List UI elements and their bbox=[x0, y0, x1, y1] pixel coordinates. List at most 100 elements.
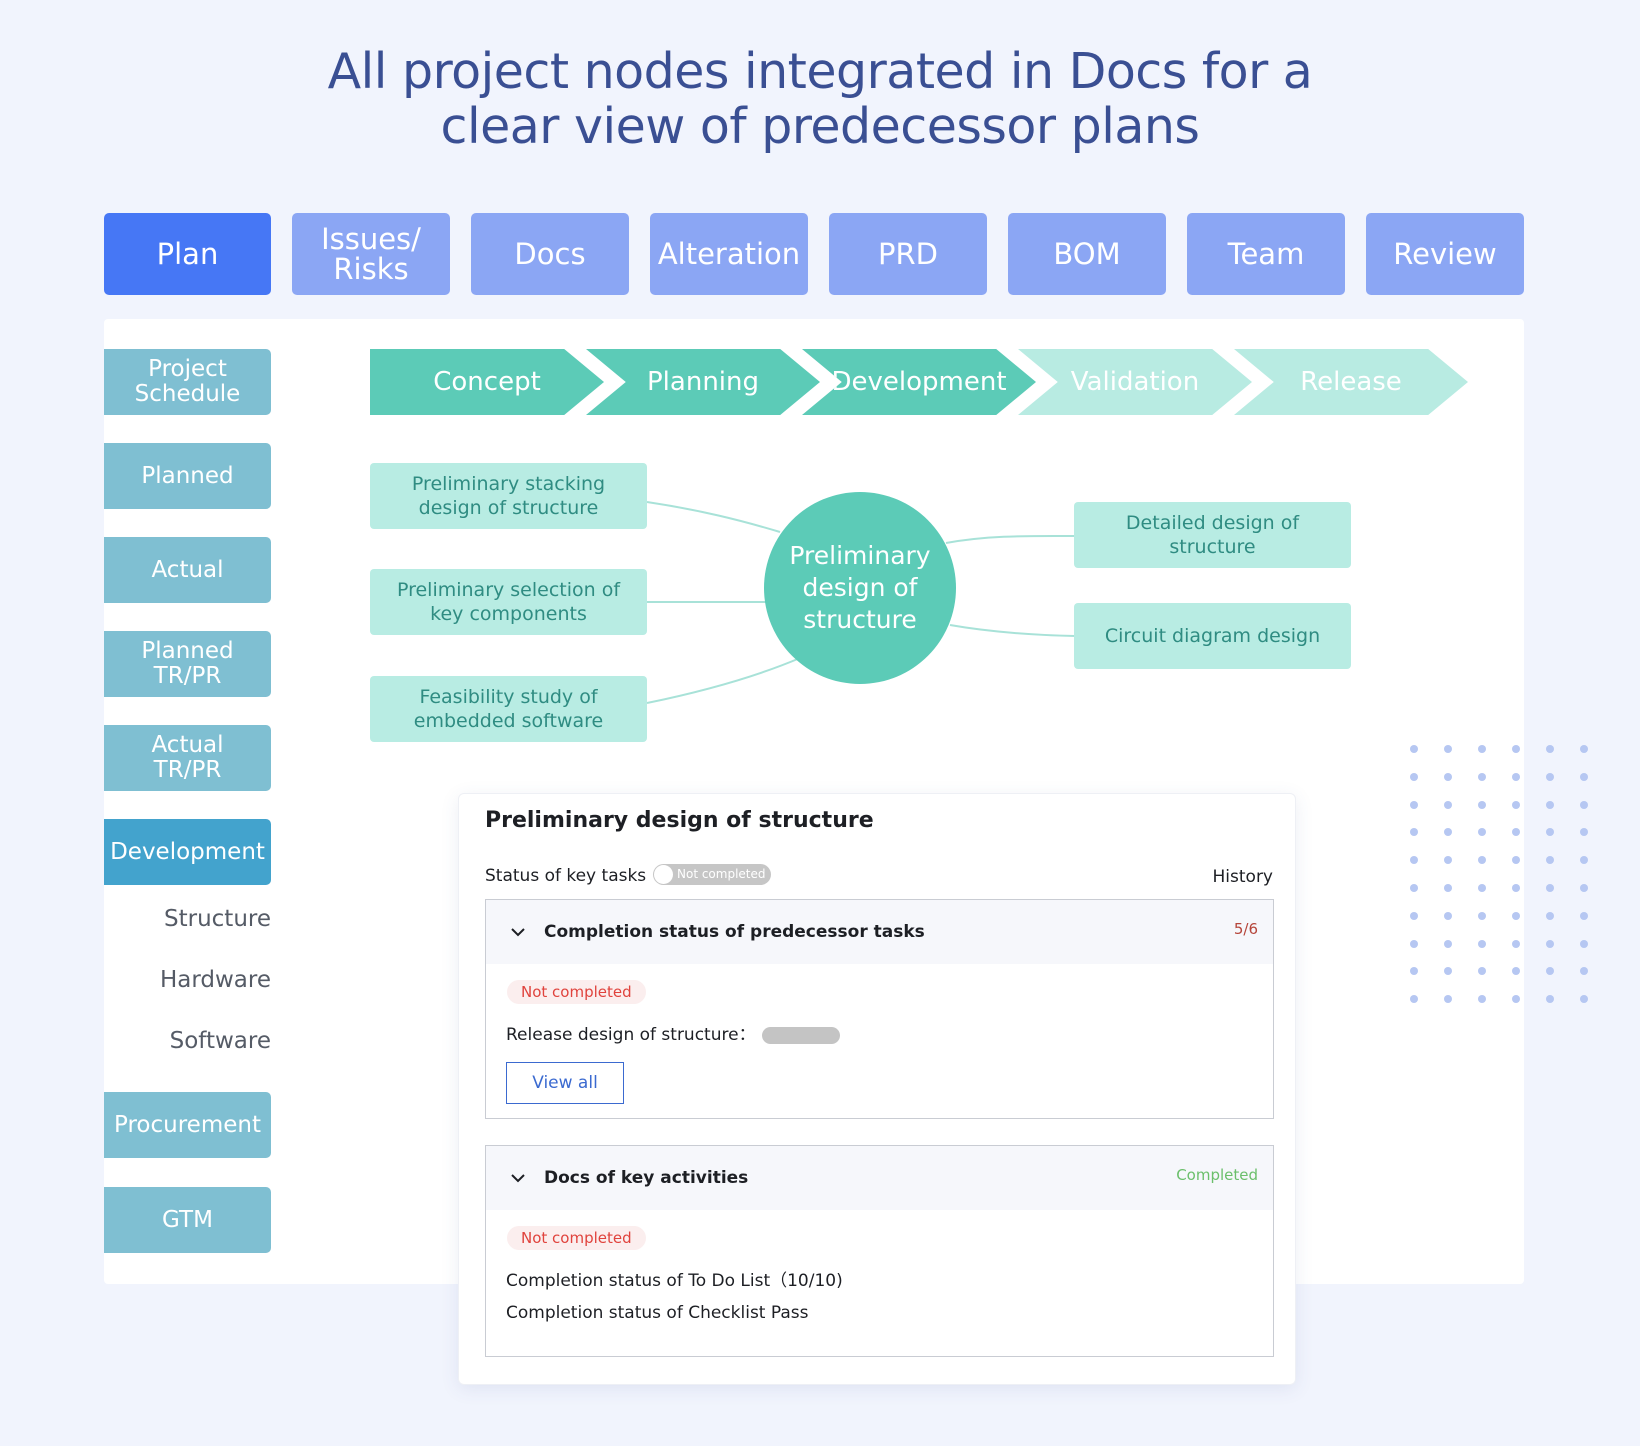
tab-team[interactable]: Team bbox=[1187, 213, 1345, 295]
decorative-dot bbox=[1410, 773, 1418, 781]
decorative-dot-grid bbox=[1410, 745, 1600, 1010]
decorative-dot bbox=[1410, 995, 1418, 1003]
decorative-dot bbox=[1444, 828, 1452, 836]
sidebar-subitem-software[interactable]: Software bbox=[170, 1028, 271, 1054]
decorative-dot bbox=[1546, 745, 1554, 753]
view-all-button[interactable]: View all bbox=[506, 1062, 624, 1104]
decorative-dot bbox=[1478, 828, 1486, 836]
decorative-dot bbox=[1410, 828, 1418, 836]
decorative-dot bbox=[1512, 745, 1520, 753]
decorative-dot bbox=[1580, 745, 1588, 753]
decorative-dot bbox=[1580, 801, 1588, 809]
sidebar-item-label: ProjectSchedule bbox=[135, 357, 241, 407]
toggle-label: Not completed bbox=[677, 867, 766, 881]
decorative-dot bbox=[1444, 912, 1452, 920]
status-badge: Not completed bbox=[507, 1226, 646, 1250]
mindmap-node-embedded-software[interactable]: Feasibility study of embedded software bbox=[370, 676, 647, 742]
chevron-down-icon bbox=[508, 922, 528, 942]
predecessor-tasks-header[interactable]: Completion status of predecessor tasks 5… bbox=[486, 900, 1273, 964]
decorative-dot bbox=[1580, 856, 1588, 864]
sidebar-item-procurement[interactable]: Procurement bbox=[104, 1092, 271, 1158]
phase-planning[interactable]: Planning bbox=[586, 349, 820, 415]
release-design-line: Release design of structure： bbox=[506, 1020, 840, 1045]
headline-line-1: All project nodes integrated in Docs for… bbox=[328, 43, 1313, 100]
phase-bar: Concept Planning Development Validation … bbox=[370, 349, 1470, 415]
sidebar-item-planned[interactable]: Planned bbox=[104, 443, 271, 509]
decorative-dot bbox=[1478, 995, 1486, 1003]
sidebar-item-development[interactable]: Development bbox=[104, 819, 271, 885]
sidebar-subitem-structure[interactable]: Structure bbox=[164, 906, 271, 932]
key-activities-docs-header[interactable]: Docs of key activities Completed bbox=[486, 1146, 1273, 1210]
predecessor-tasks-count: 5/6 bbox=[1234, 920, 1258, 938]
top-tab-bar: Plan Issues/Risks Docs Alteration PRD BO… bbox=[104, 213, 1524, 295]
tab-review[interactable]: Review bbox=[1366, 213, 1524, 295]
panel-title: Preliminary design of structure bbox=[485, 808, 874, 833]
predecessor-tasks-title: Completion status of predecessor tasks bbox=[544, 922, 925, 942]
decorative-dot bbox=[1444, 940, 1452, 948]
decorative-dot bbox=[1512, 884, 1520, 892]
mindmap-node-detailed-design[interactable]: Detailed design of structure bbox=[1074, 502, 1351, 568]
sidebar-item-gtm[interactable]: GTM bbox=[104, 1187, 271, 1253]
decorative-dot bbox=[1478, 745, 1486, 753]
decorative-dot bbox=[1512, 828, 1520, 836]
mindmap-node-circuit-diagram[interactable]: Circuit diagram design bbox=[1074, 603, 1351, 669]
sidebar-item-project-schedule[interactable]: ProjectSchedule bbox=[104, 349, 271, 415]
mindmap-node-stacking-design[interactable]: Preliminary stacking design of structure bbox=[370, 463, 647, 529]
sidebar-item-actual-tr-pr[interactable]: ActualTR/PR bbox=[104, 725, 271, 791]
todo-list-status-line: Completion status of To Do List（10/10) bbox=[506, 1266, 843, 1291]
decorative-dot bbox=[1512, 967, 1520, 975]
decorative-dot bbox=[1546, 884, 1554, 892]
decorative-dot bbox=[1580, 940, 1588, 948]
decorative-dot bbox=[1546, 801, 1554, 809]
tab-issues-risks[interactable]: Issues/Risks bbox=[292, 213, 450, 295]
sidebar-item-planned-tr-pr[interactable]: PlannedTR/PR bbox=[104, 631, 271, 697]
decorative-dot bbox=[1512, 940, 1520, 948]
tab-docs[interactable]: Docs bbox=[471, 213, 629, 295]
decorative-dot bbox=[1410, 745, 1418, 753]
checklist-status-line: Completion status of Checklist Pass bbox=[506, 1303, 809, 1323]
decorative-dot bbox=[1478, 801, 1486, 809]
sidebar-item-label: PlannedTR/PR bbox=[141, 639, 233, 689]
decorative-dot bbox=[1512, 912, 1520, 920]
tab-bom[interactable]: BOM bbox=[1008, 213, 1166, 295]
history-link[interactable]: History bbox=[1213, 867, 1273, 887]
page-headline: All project nodes integrated in Docs for… bbox=[0, 44, 1640, 154]
headline-line-2: clear view of predecessor plans bbox=[441, 98, 1200, 155]
key-task-status-label: Status of key tasks bbox=[485, 866, 646, 886]
mindmap-center-node[interactable]: Preliminary design of structure bbox=[764, 492, 956, 684]
decorative-dot bbox=[1410, 940, 1418, 948]
decorative-dot bbox=[1512, 856, 1520, 864]
key-task-status-toggle[interactable]: Not completed bbox=[653, 864, 771, 885]
decorative-dot bbox=[1478, 773, 1486, 781]
sidebar-item-actual[interactable]: Actual bbox=[104, 537, 271, 603]
tab-prd[interactable]: PRD bbox=[829, 213, 987, 295]
decorative-dot bbox=[1478, 940, 1486, 948]
redacted-placeholder bbox=[762, 1027, 840, 1044]
decorative-dot bbox=[1444, 801, 1452, 809]
decorative-dot bbox=[1410, 967, 1418, 975]
decorative-dot bbox=[1546, 912, 1554, 920]
decorative-dot bbox=[1546, 828, 1554, 836]
decorative-dot bbox=[1478, 912, 1486, 920]
detail-panel: Preliminary design of structure Status o… bbox=[458, 793, 1296, 1385]
decorative-dot bbox=[1444, 967, 1452, 975]
tab-issues-risks-label: Issues/Risks bbox=[321, 224, 421, 284]
decorative-dot bbox=[1580, 995, 1588, 1003]
decorative-dot bbox=[1546, 773, 1554, 781]
sidebar-subitem-hardware[interactable]: Hardware bbox=[160, 967, 271, 993]
mindmap-node-key-components[interactable]: Preliminary selection of key components bbox=[370, 569, 647, 635]
tab-alteration[interactable]: Alteration bbox=[650, 213, 808, 295]
status-badge: Not completed bbox=[507, 980, 646, 1004]
toggle-knob bbox=[654, 865, 673, 884]
tab-plan[interactable]: Plan bbox=[104, 213, 271, 295]
decorative-dot bbox=[1512, 801, 1520, 809]
phase-concept[interactable]: Concept bbox=[370, 349, 604, 415]
phase-validation[interactable]: Validation bbox=[1018, 349, 1252, 415]
decorative-dot bbox=[1410, 801, 1418, 809]
key-activities-docs-title: Docs of key activities bbox=[544, 1168, 748, 1188]
phase-development[interactable]: Development bbox=[802, 349, 1036, 415]
decorative-dot bbox=[1444, 745, 1452, 753]
decorative-dot bbox=[1444, 856, 1452, 864]
decorative-dot bbox=[1478, 967, 1486, 975]
phase-release[interactable]: Release bbox=[1234, 349, 1468, 415]
